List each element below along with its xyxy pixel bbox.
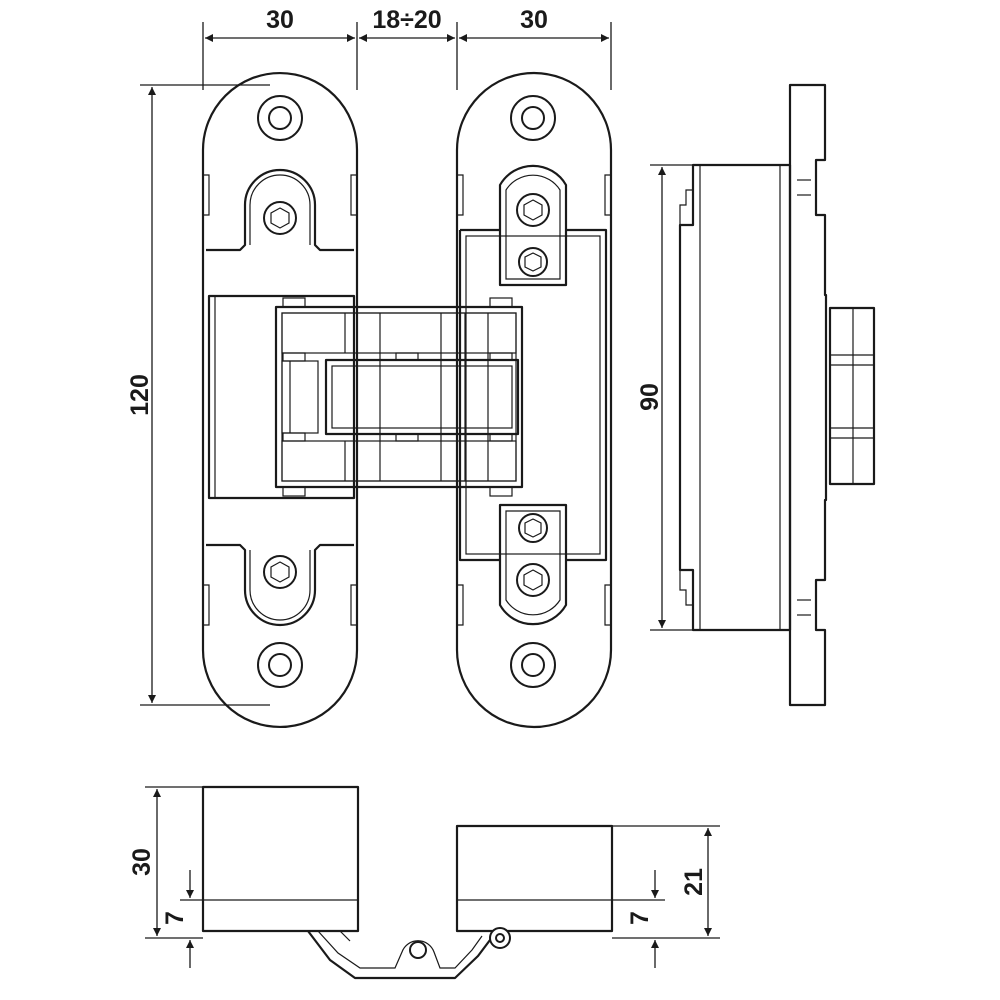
mounting-hole-inner-icon	[268, 653, 292, 677]
dimension-label-bottom-right-offset: 7	[626, 911, 654, 925]
dimension-label-bottom-height: 30	[128, 848, 156, 876]
dimension-label-top-right: 30	[520, 6, 548, 34]
dimension-label-top-left: 30	[266, 6, 294, 34]
mounting-hole-inner-icon	[521, 653, 545, 677]
screw-icon	[518, 513, 548, 543]
dimension-label-bottom-left-offset: 7	[161, 911, 189, 925]
hex-socket-icon	[270, 207, 290, 229]
dimension-label-side-height: 90	[636, 383, 664, 411]
screw-icon	[518, 247, 548, 277]
hex-socket-icon	[524, 252, 542, 272]
side-view	[678, 83, 876, 707]
hex-socket-icon	[523, 569, 543, 591]
pivot-pin-inner-icon	[495, 933, 505, 943]
bottom-view	[201, 785, 614, 980]
hex-socket-icon	[524, 518, 542, 538]
dimension-label-bottom-right-height: 21	[680, 868, 708, 896]
screw-icon	[263, 201, 297, 235]
right-plate	[455, 71, 613, 729]
screw-icon	[263, 555, 297, 589]
hex-socket-icon	[270, 561, 290, 583]
mounting-hole-inner-icon	[268, 106, 292, 130]
left-plate	[201, 71, 359, 729]
hex-socket-icon	[523, 199, 543, 221]
screw-icon	[516, 563, 550, 597]
pivot-pin-icon	[409, 941, 427, 959]
screw-icon	[516, 193, 550, 227]
mounting-hole-inner-icon	[521, 106, 545, 130]
dimension-lines	[140, 22, 720, 968]
dimension-label-gap: 18÷20	[372, 6, 441, 34]
dimension-label-total-height: 120	[126, 374, 154, 416]
hinge-mechanism	[274, 297, 524, 497]
